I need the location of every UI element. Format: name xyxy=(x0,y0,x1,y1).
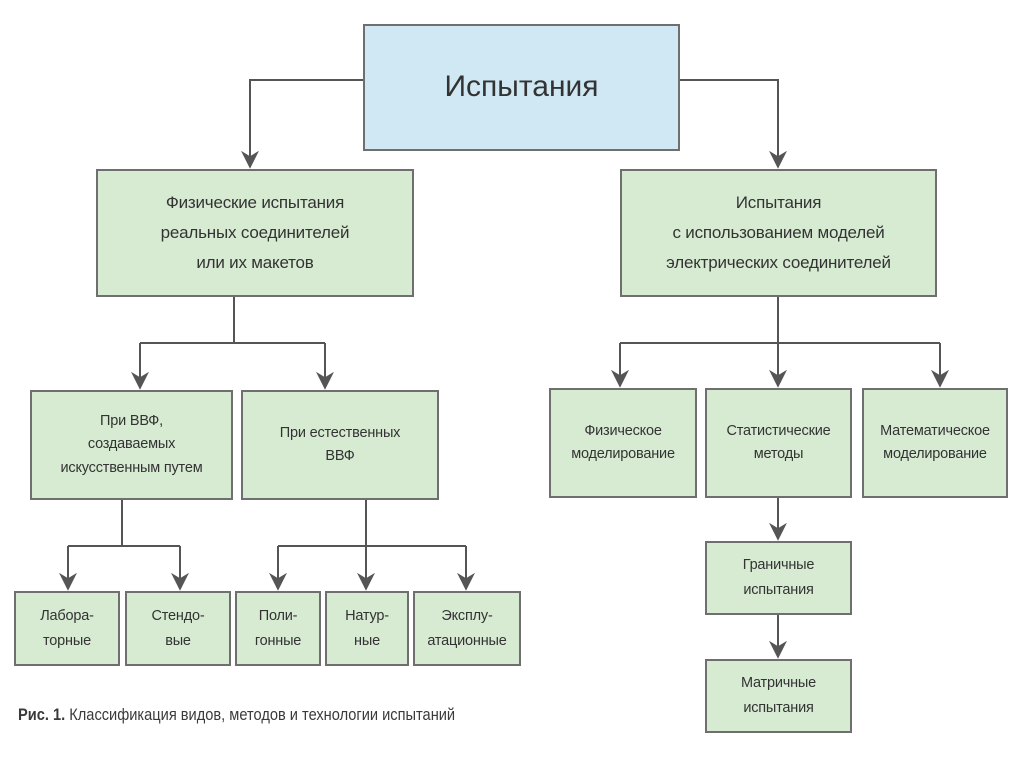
connector-root-physical xyxy=(241,79,364,169)
node-operational: Эксплу- атационные xyxy=(413,591,521,666)
node-stand: Стендо- вые xyxy=(125,591,231,666)
node-natural: Натур- ные xyxy=(325,591,409,666)
node-vvf-artificial: При ВВФ, создаваемых искусственным путем xyxy=(30,390,233,500)
caption-label: Рис. 1. xyxy=(18,705,66,724)
caption-text: Классификация видов, методов и технологи… xyxy=(69,705,456,724)
node-vvf-natural: При естественных ВВФ xyxy=(241,390,439,500)
node-model-tests: Испытания с использованием моделей элект… xyxy=(620,169,937,297)
node-physical-tests: Физические испытания реальных соединител… xyxy=(96,169,414,297)
node-boundary: Граничные испытания xyxy=(705,541,852,615)
node-math-modeling: Математическое моделирование xyxy=(862,388,1008,498)
node-matrix: Матричные испытания xyxy=(705,659,852,733)
node-stat-methods: Статистические методы xyxy=(705,388,852,498)
connector-root-models xyxy=(679,79,787,169)
node-lab: Лабора- торные xyxy=(14,591,120,666)
node-phys-modeling: Физическое моделирование xyxy=(549,388,697,498)
node-polygon: Поли- гонные xyxy=(235,591,321,666)
figure-caption: Рис. 1. Классификация видов, методов и т… xyxy=(18,705,455,725)
node-root: Испытания xyxy=(363,24,680,151)
